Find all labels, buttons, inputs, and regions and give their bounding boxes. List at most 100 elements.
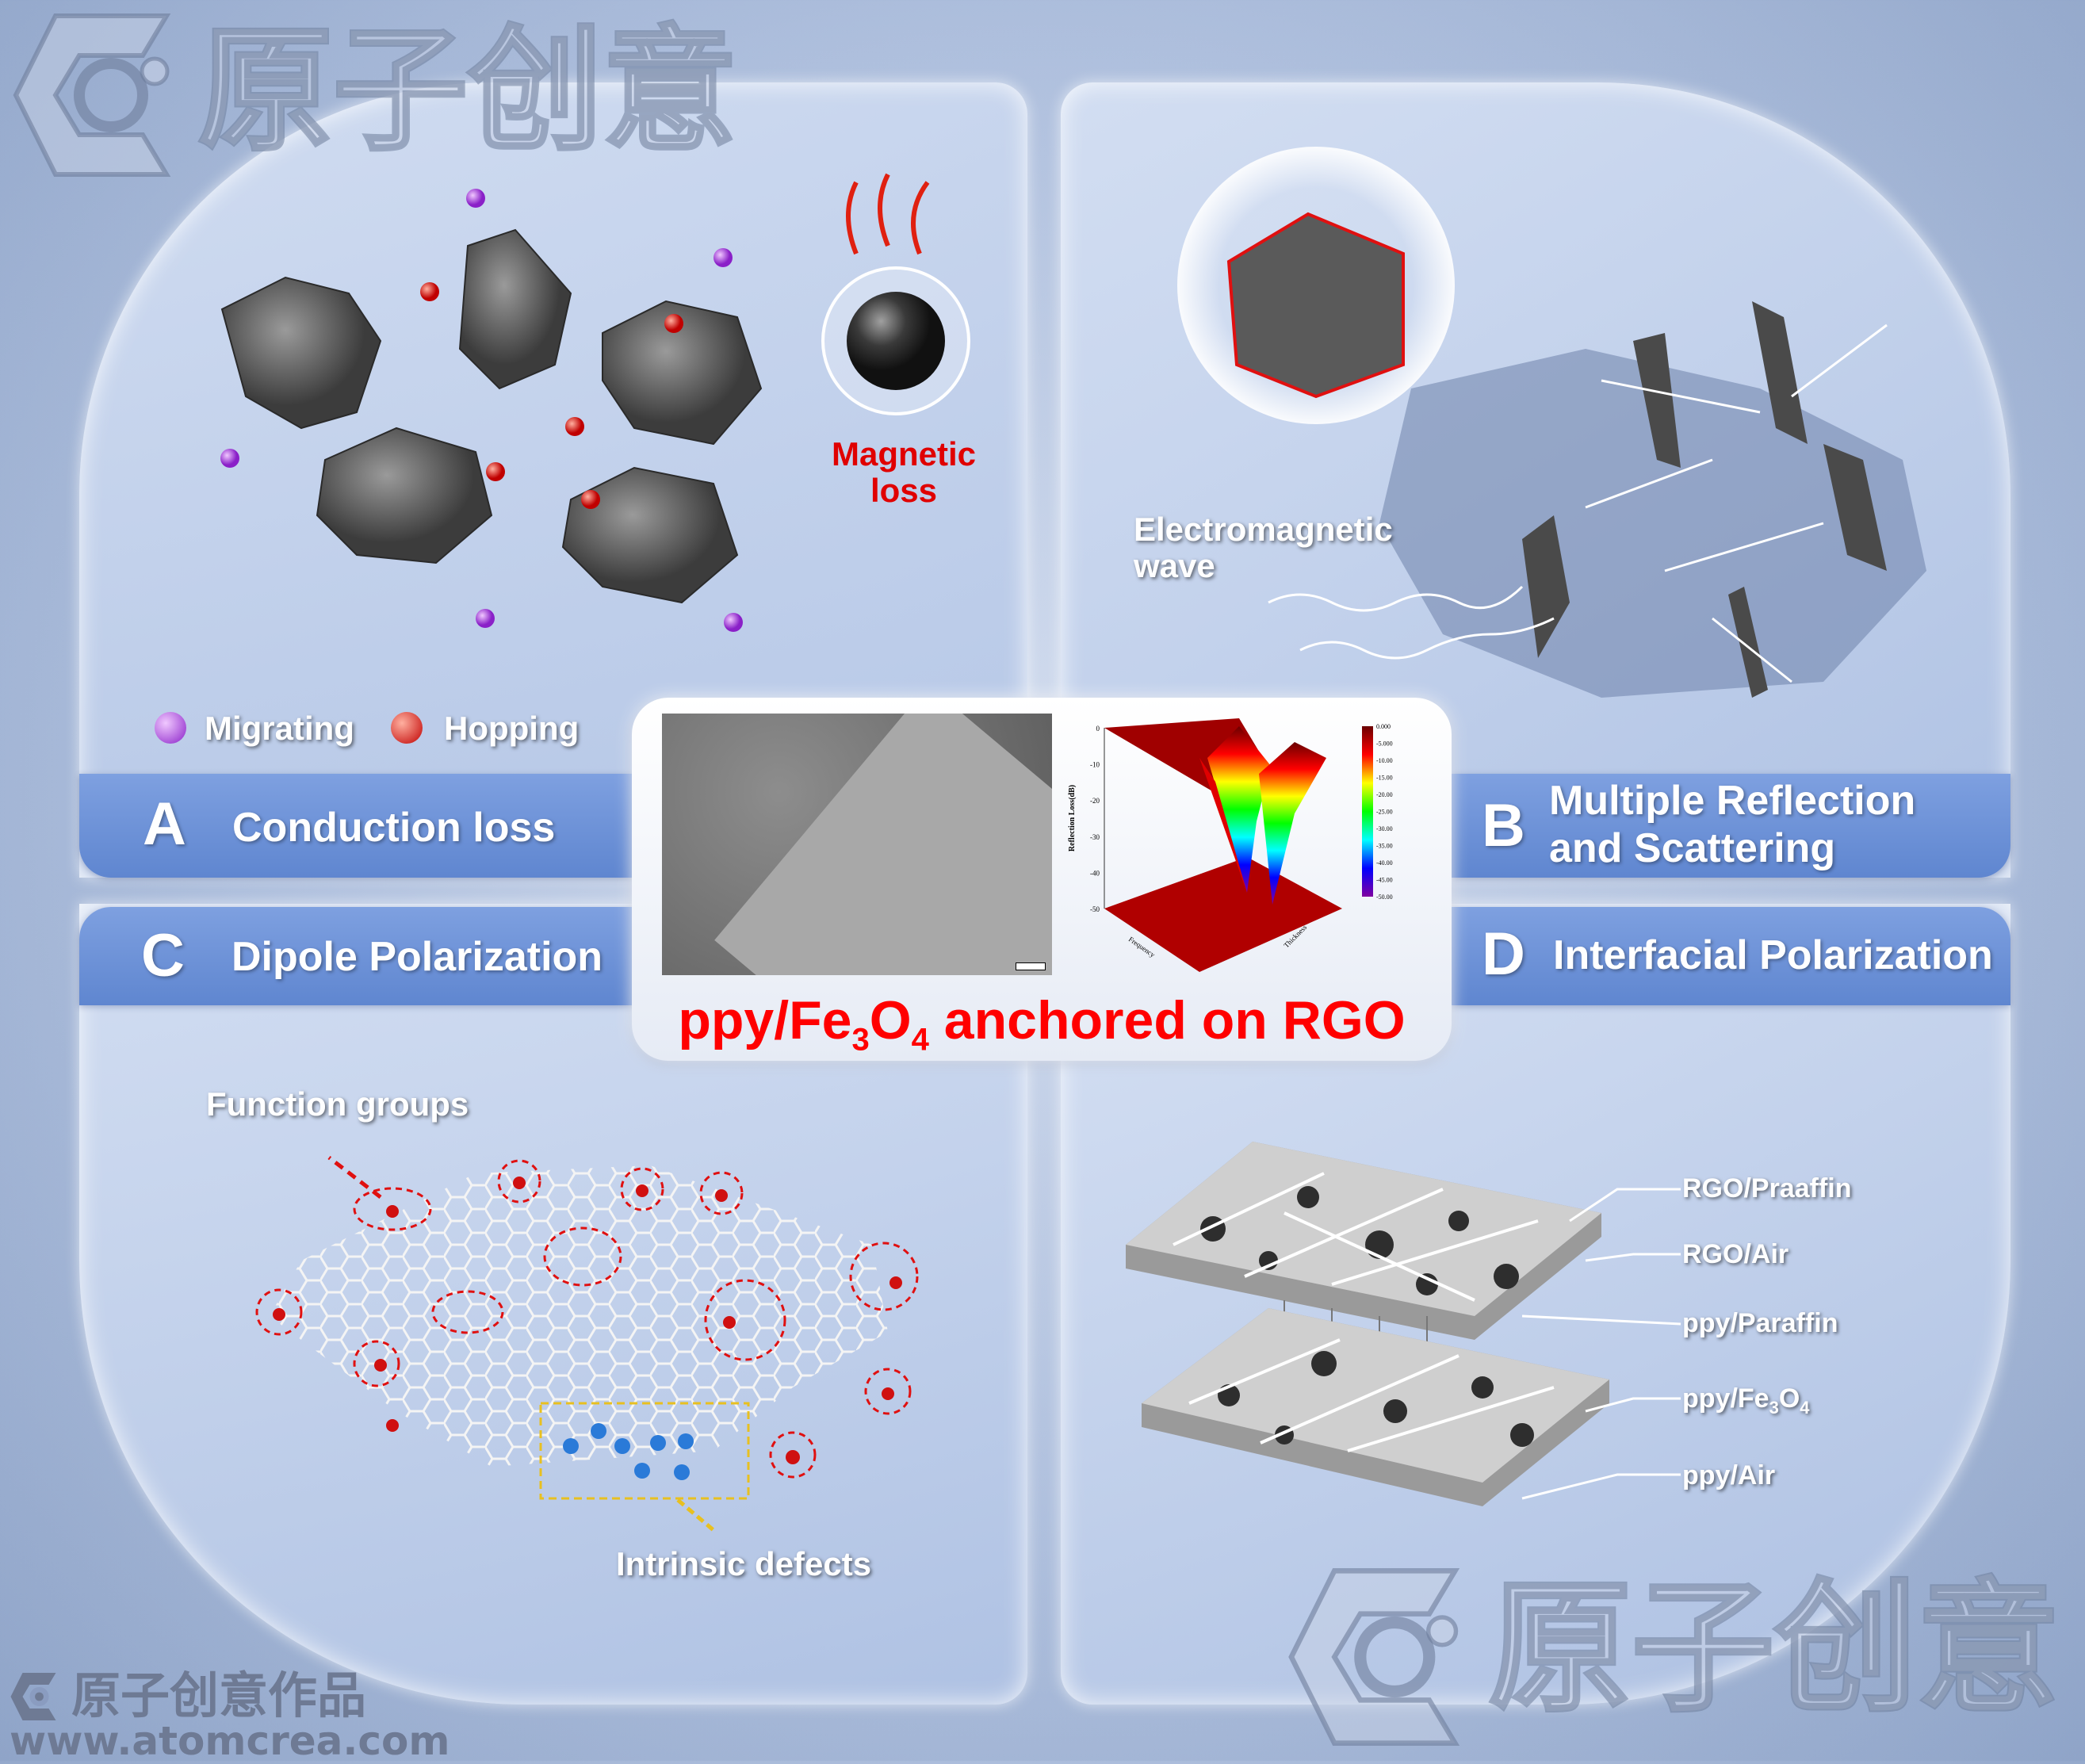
dipole-polarization-title: Dipole Polarization xyxy=(231,934,603,980)
label-rgo-paraffin: RGO/Praaffin xyxy=(1682,1173,1852,1203)
function-groups-arrow xyxy=(327,1156,382,1199)
magnetic-loss-label: Magnetic loss xyxy=(817,436,991,509)
colorbar xyxy=(1362,726,1373,897)
ppy-fe-sub3: 3 xyxy=(1769,1397,1779,1418)
legend-hopping-label: Hopping xyxy=(444,710,580,747)
em-wave-line1: Electromagnetic xyxy=(1134,511,1393,548)
band-c: C Dipole Polarization xyxy=(79,907,634,1005)
em-wave-label: Electromagnetic wave xyxy=(1134,511,1393,584)
function-group-markers xyxy=(255,1159,919,1479)
colorbar-tick-label: -20.00 xyxy=(1376,791,1393,798)
colorbar-tick-label: 0.000 xyxy=(1376,723,1391,730)
tem-background-region xyxy=(714,714,1052,975)
band-a: A Conduction loss xyxy=(79,774,634,878)
rgo-layer xyxy=(1126,1142,1601,1340)
watermark-text: 原子创意 xyxy=(1487,1568,2061,1730)
multiple-reflection-illustration xyxy=(1177,147,1926,698)
colorbar-tick-label: -10.00 xyxy=(1376,757,1393,764)
colorbar-tick-label: -5.000 xyxy=(1376,740,1393,748)
legend-migrating xyxy=(155,712,186,744)
graphene-lattice-illustration xyxy=(255,1156,919,1532)
colorbar-tick-label: -45.00 xyxy=(1376,877,1393,884)
title-part-b: anchored on RGO xyxy=(928,990,1406,1050)
watermark-logo-bottom-right: 原子创意 xyxy=(1283,1562,2085,1752)
watermark-bottom-left: 原子创意作品 www.atomcrea.com xyxy=(8,1669,450,1761)
intrinsic-defects-label: Intrinsic defects xyxy=(616,1545,872,1582)
label-letter-d: D xyxy=(1482,920,1525,988)
label-ppy-fe3o4: ppy/Fe3O4 xyxy=(1682,1383,1810,1418)
center-title: ppy/Fe3O4 anchored on RGO xyxy=(632,989,1452,1058)
intrinsic-defects-arrow xyxy=(676,1498,715,1532)
legend-migrating-label: Migrating xyxy=(205,710,354,747)
title-part-o: O xyxy=(869,990,912,1050)
z-tick-label: -20 xyxy=(1090,797,1100,805)
watermark-text: 原子创意 xyxy=(197,14,739,168)
multiple-reflection-line1: Multiple Reflection xyxy=(1549,778,1916,824)
label-leader-lines xyxy=(1521,1188,1681,1500)
watermark-cn: 原子创意作品 xyxy=(71,1669,367,1724)
magnetic-loss-line2: loss xyxy=(870,472,938,509)
label-letter-b: B xyxy=(1482,792,1525,859)
conduction-loss-title: Conduction loss xyxy=(232,805,556,851)
title-sub-4: 4 xyxy=(911,1022,929,1058)
tem-micrograph xyxy=(662,714,1052,975)
z-tick-label: -10 xyxy=(1090,761,1100,769)
function-groups-label: Function groups xyxy=(206,1085,469,1123)
title-part-a: ppy/Fe xyxy=(678,990,852,1050)
rgo-foam xyxy=(1379,349,1926,698)
flake-closeup xyxy=(1226,212,1405,399)
label-letter-a: A xyxy=(143,790,186,858)
multiple-reflection-title: Multiple Reflection and Scattering xyxy=(1549,777,1915,872)
atom-logo-icon xyxy=(1288,1568,1460,1746)
label-ppy-paraffin: ppy/Paraffin xyxy=(1682,1308,1838,1338)
z-axis-label: Reflection Loss(dB) xyxy=(1068,785,1077,851)
label-rgo-air: RGO/Air xyxy=(1682,1239,1789,1269)
flake-cluster xyxy=(220,228,763,604)
z-tick-label: -50 xyxy=(1090,905,1100,913)
colorbar-tick-label: -15.00 xyxy=(1376,775,1393,782)
surface-front xyxy=(1199,758,1247,893)
interfacial-layers-illustration xyxy=(1126,1142,1681,1506)
title-sub-3: 3 xyxy=(851,1022,870,1058)
ppy-o-text: O xyxy=(1778,1383,1800,1414)
graphene-sheet xyxy=(270,1165,888,1467)
band-d: D Interfacial Polarization xyxy=(1452,907,2010,1005)
atom-logo-icon xyxy=(13,13,171,177)
magnetic-loss-line1: Magnetic xyxy=(831,435,977,473)
watermark-logo-top-left: 原子创意 xyxy=(8,8,753,182)
floor-plane xyxy=(1104,857,1342,972)
multiple-reflection-line2: and Scattering xyxy=(1549,825,1836,871)
interfacial-polarization-title: Interfacial Polarization xyxy=(1553,932,1993,978)
em-wave-lines xyxy=(1268,323,1888,683)
magnetic-particle xyxy=(821,173,970,415)
label-letter-c: C xyxy=(141,922,185,989)
migrating-particles xyxy=(220,189,743,632)
ppy-layer xyxy=(1142,1308,1609,1506)
z-tick-label: 0 xyxy=(1096,725,1100,733)
legend-hopping xyxy=(391,712,423,744)
surface-dip-2 xyxy=(1259,742,1326,905)
colorbar-tick-label: -50.00 xyxy=(1376,893,1393,901)
colorbar-tick-label: -35.00 xyxy=(1376,843,1393,850)
atom-logo-icon xyxy=(10,1673,56,1720)
oxygen-atoms xyxy=(273,1177,902,1464)
ppy-fe-sub4: 4 xyxy=(1800,1397,1810,1418)
band-b: B Multiple Reflection and Scattering xyxy=(1452,774,2010,878)
colorbar-tick-label: -30.00 xyxy=(1376,825,1393,832)
hopping-particles xyxy=(420,282,683,509)
colorbar-tick-label: -40.00 xyxy=(1376,859,1393,867)
watermark-url: www.atomcrea.com xyxy=(10,1718,450,1764)
scale-bar xyxy=(1016,962,1046,970)
intrinsic-defects-box xyxy=(539,1402,750,1500)
ppy-fe-text: ppy/Fe xyxy=(1682,1383,1769,1414)
colorbar-tick-label: -25.00 xyxy=(1376,809,1393,816)
conduction-loss-illustration xyxy=(220,173,970,632)
z-tick-label: -30 xyxy=(1090,833,1100,841)
em-wave-line2: wave xyxy=(1134,547,1215,584)
z-tick-label: -40 xyxy=(1090,869,1100,877)
label-ppy-air: ppy/Air xyxy=(1682,1460,1776,1490)
defect-charges xyxy=(563,1423,694,1480)
surface-dip-1 xyxy=(1207,726,1271,893)
